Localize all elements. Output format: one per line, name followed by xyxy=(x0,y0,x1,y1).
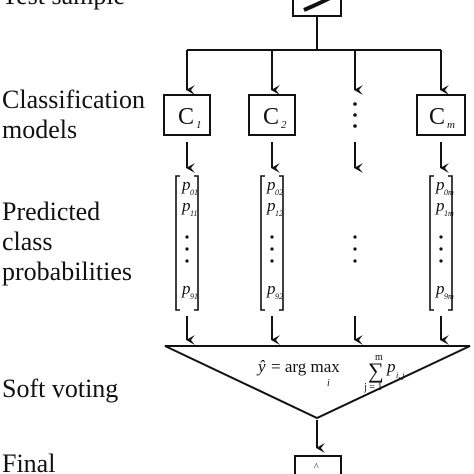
model-c2-letter: C xyxy=(263,104,279,130)
prob-m-second: p xyxy=(435,196,445,215)
final-output-symbol: ^ xyxy=(314,462,319,473)
soft-voting-formula: ŷ = arg max i m ∑ j = 1 p i, j xyxy=(256,352,405,393)
prob-vector-dots xyxy=(353,235,357,263)
formula-p: p xyxy=(386,357,396,376)
prob-m-top-sub: 0m xyxy=(444,188,454,197)
predicted-label-3: probabilities xyxy=(2,257,132,286)
formula-under-max: i xyxy=(327,378,330,389)
model-c2: C 2 xyxy=(248,94,296,136)
prob-2-second: p xyxy=(266,196,276,215)
prob-2-second-sub: 12 xyxy=(275,209,283,218)
prob-1-bottom-sub: 91 xyxy=(190,292,198,301)
final-output-box: ^ xyxy=(294,455,342,474)
formula-sum: ∑ xyxy=(368,358,384,383)
prob-vector-1: p 01 p 11 p 91 xyxy=(175,175,199,311)
prob-2-top-sub: 02 xyxy=(275,188,283,197)
prob-1-top-sub: 01 xyxy=(190,188,198,197)
formula-sum-top: m xyxy=(375,352,383,363)
prob-2-bottom: p xyxy=(266,279,276,298)
model-cm-letter: C xyxy=(429,104,445,130)
prob-1-bottom: p xyxy=(181,279,191,298)
prob-1-top: p xyxy=(181,175,191,194)
classification-label-2: models xyxy=(2,115,77,144)
predicted-label-2: class xyxy=(2,227,53,256)
prob-m-bottom-sub: 9m xyxy=(444,292,454,301)
soft-voting-triangle xyxy=(164,345,471,420)
prob-m-bottom: p xyxy=(435,279,445,298)
formula-p-sub: i, j xyxy=(396,371,405,380)
classification-label-1: Classification xyxy=(2,85,145,114)
prob-1-second: p xyxy=(181,196,191,215)
prob-2-bottom-sub: 92 xyxy=(275,292,283,301)
test-sample-label: Test sample xyxy=(2,0,125,10)
model-c2-sub: 2 xyxy=(281,119,287,131)
formula-yhat: ŷ xyxy=(256,357,266,376)
model-c1-sub: 1 xyxy=(196,119,202,131)
prob-m-top: p xyxy=(435,175,445,194)
model-c1-letter: C xyxy=(178,104,194,130)
model-cm-sub: m xyxy=(447,119,455,131)
input-image xyxy=(292,0,342,17)
formula-sum-bottom: j = 1 xyxy=(363,382,382,393)
soft-voting-label: Soft voting xyxy=(2,374,118,403)
model-cm: C m xyxy=(416,94,466,136)
formula-argmax: = arg max xyxy=(271,357,340,376)
final-label: Final xyxy=(2,449,55,474)
prob-2-top: p xyxy=(266,175,276,194)
prob-m-second-sub: 1m xyxy=(444,209,454,218)
prob-vector-2: p 02 p 12 p 92 xyxy=(260,175,284,311)
predicted-label-1: Predicted xyxy=(2,197,100,226)
prob-1-second-sub: 11 xyxy=(190,209,197,218)
prob-vector-m: p 0m p 1m p 9m xyxy=(429,175,454,311)
model-c1: C 1 xyxy=(163,94,211,136)
model-dots xyxy=(353,102,357,128)
